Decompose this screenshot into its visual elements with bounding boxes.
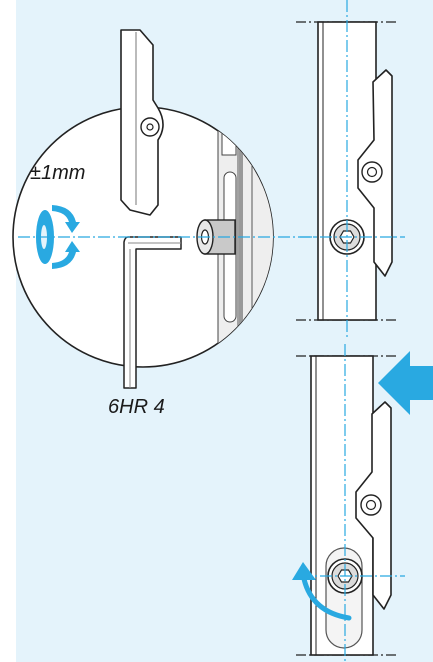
frame-profile-lower	[292, 344, 405, 662]
curved-turn-arrow-icon	[292, 562, 352, 621]
detail-magnifier	[12, 29, 395, 389]
frame-profile-upper	[296, 0, 405, 340]
hinge-plate-detail	[120, 29, 164, 216]
tolerance-label: ±1mm	[30, 162, 86, 184]
push-arrow-icon	[378, 351, 433, 415]
hex-key-label: 6HR 4	[108, 396, 165, 418]
